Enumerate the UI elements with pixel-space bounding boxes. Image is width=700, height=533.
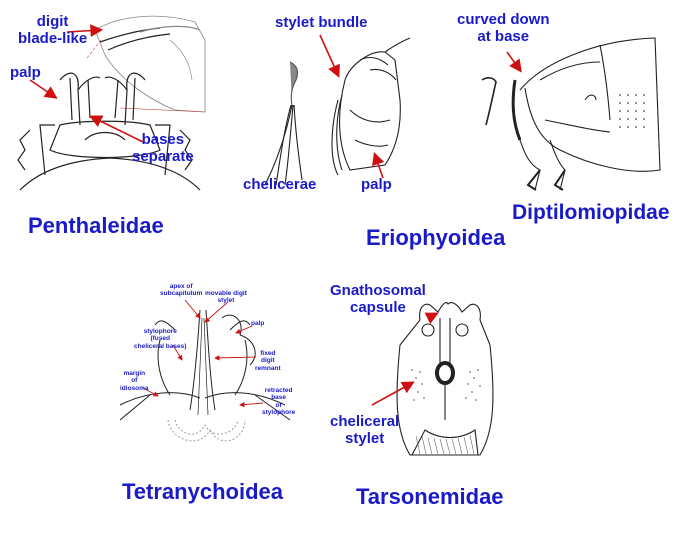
arrow-digit [66, 24, 104, 37]
arrow-bases [89, 115, 144, 143]
label-tetranychoidea-palp: palp [251, 320, 265, 327]
label-stylophore: stylophore (fused cheliceral bases) [134, 328, 187, 350]
tetranychoidea-drawing [119, 309, 291, 442]
label-cheliceral-stylet: cheliceral stylet [330, 413, 400, 447]
label-chelicerae: chelicerae [243, 176, 317, 193]
arrow-stylet-bundle [319, 34, 340, 78]
label-fixed-digit-remnant: fixed digit remnant [255, 350, 281, 372]
arrow-gnathosomal [424, 312, 439, 325]
arrow-eriophyoidea-palp [372, 151, 385, 179]
label-retracted-base-of-stylophore: retracted base of stylophore [262, 387, 296, 417]
arrow-cheliceral [371, 381, 415, 406]
label-gnathosomal-capsule: Gnathosomal capsule [330, 282, 426, 316]
diptilomiopidae-stipple [619, 94, 645, 128]
label-curved-down-at-base: curved down at base [457, 11, 550, 45]
label-movable-digit-stylet: movable digit stylet [205, 290, 247, 305]
title-diptilomiopidae: Diptilomiopidae [512, 201, 670, 224]
tarsonemidae-hatching [415, 434, 475, 455]
arrow-curved [506, 51, 522, 73]
eriophyoidea-drawing [264, 37, 411, 186]
label-margin-of-idiosoma: margin of idiosoma [120, 370, 149, 392]
title-penthaleidae: Penthaleidae [28, 213, 164, 238]
title-eriophyoidea: Eriophyoidea [366, 225, 506, 250]
title-tarsonemidae: Tarsonemidae [356, 484, 504, 509]
label-apex-of-subcapitulum: apex of subcapitulum [160, 283, 203, 298]
label-eriophyoidea-palp: palp [361, 176, 392, 193]
label-digit-blade-like: digit blade-like [18, 13, 88, 47]
arrow-palp [29, 79, 58, 99]
tarsonemidae-drawing [396, 302, 494, 456]
label-penthaleidae-palp: palp [10, 64, 41, 81]
tetranychoidea-leaders [142, 299, 264, 408]
label-bases-separate: bases separate [132, 131, 194, 165]
label-stylet-bundle: stylet bundle [275, 14, 368, 31]
diptilomiopidae-drawing [481, 37, 661, 191]
title-tetranychoidea: Tetranychoidea [122, 479, 283, 504]
